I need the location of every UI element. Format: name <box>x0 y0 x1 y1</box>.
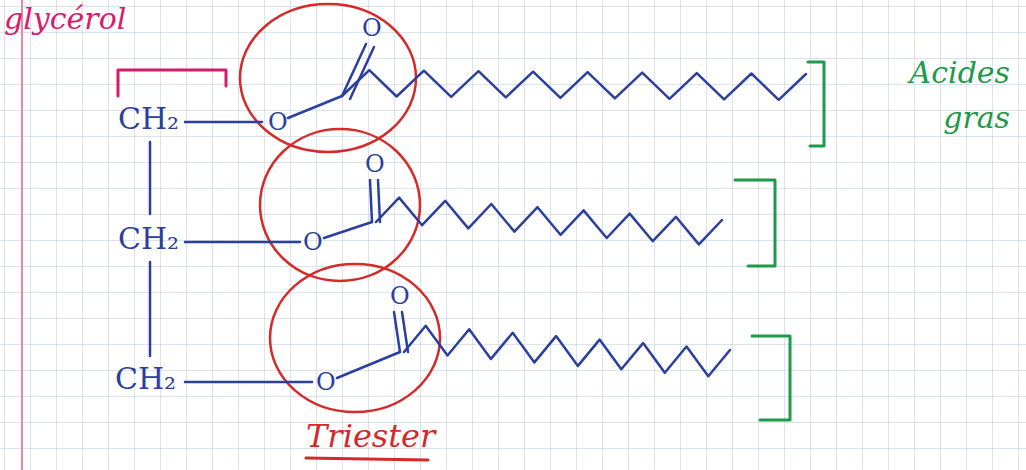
fatty-acids-label: Acides gras <box>880 50 1010 140</box>
carbonyl-oxygen: O <box>390 284 410 308</box>
carbonyl-oxygen: O <box>362 16 382 40</box>
carbon-chain <box>376 198 722 245</box>
ester-oxygen: O <box>268 110 288 134</box>
triester-label: Triester <box>306 420 435 452</box>
ch2-group: CH₂ <box>118 104 179 134</box>
ch2-group: CH₂ <box>115 364 176 394</box>
ester-oxygen: O <box>316 370 336 394</box>
glycerol-label: glycérol <box>4 4 126 34</box>
ch2-group: CH₂ <box>118 224 179 254</box>
carbon-chain <box>342 70 806 100</box>
carbonyl-oxygen: O <box>365 152 385 176</box>
ester-oxygen: O <box>303 230 323 254</box>
carbon-chain <box>404 326 730 377</box>
